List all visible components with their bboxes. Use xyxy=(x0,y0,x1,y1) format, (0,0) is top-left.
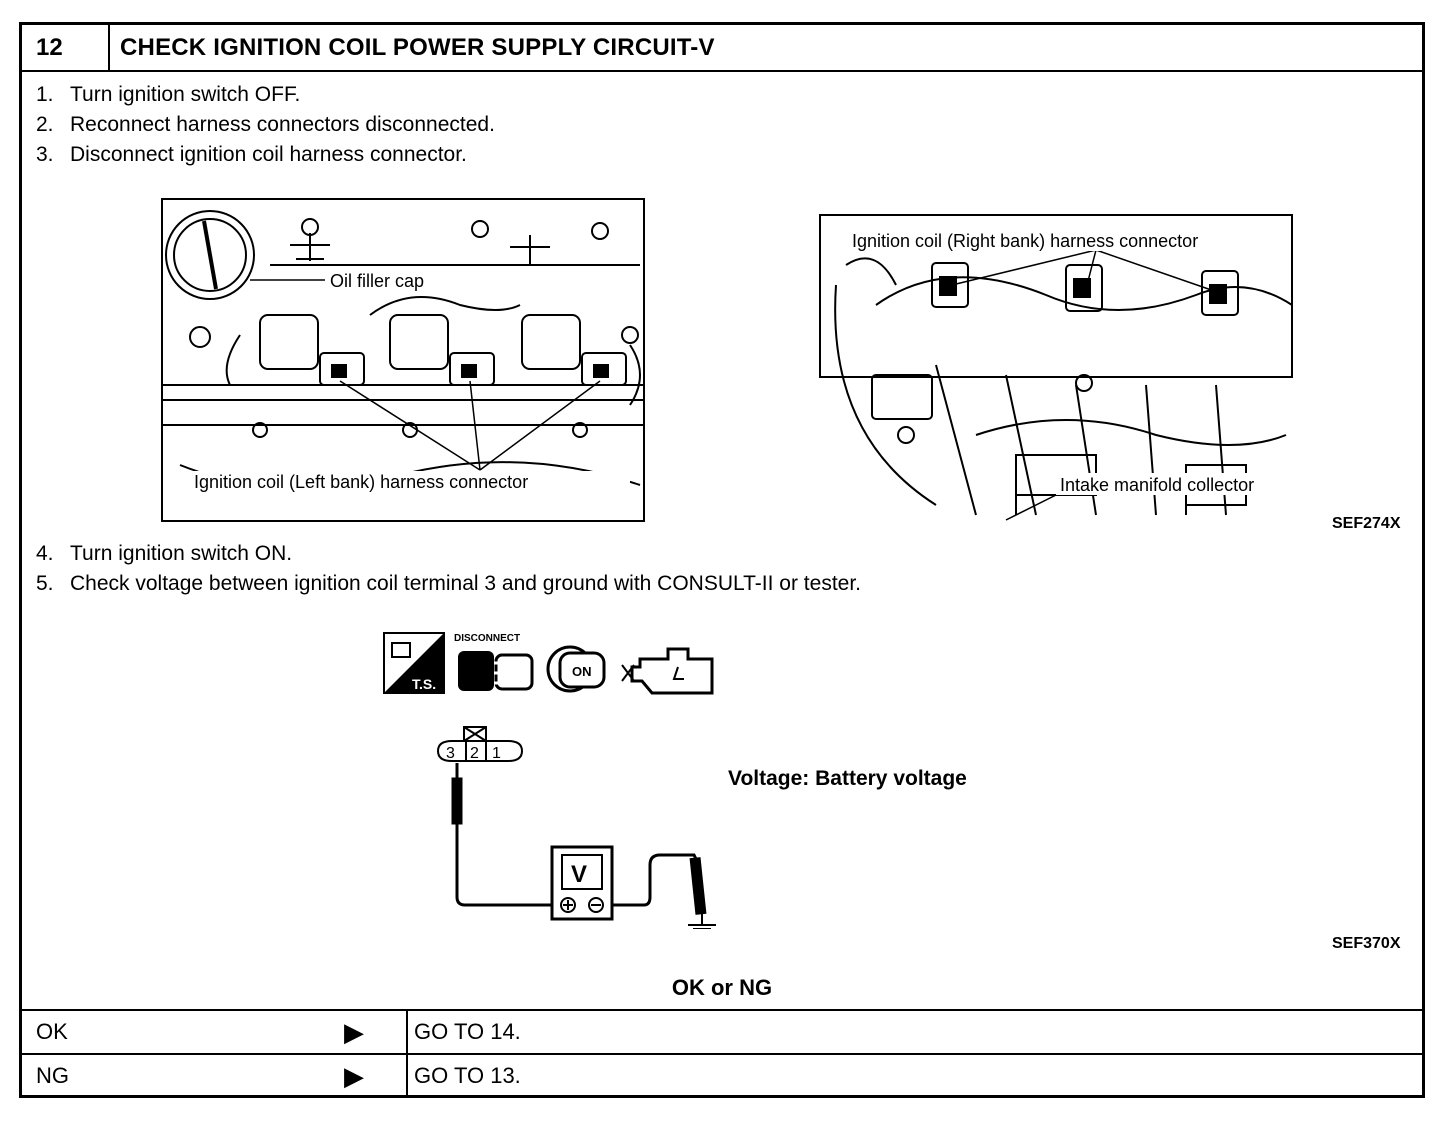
engine-right-bank-illustration: Ignition coil (Right bank) harness conne… xyxy=(816,185,1296,525)
result-row-ok: OK ▶ GO TO 14. xyxy=(22,1009,1422,1053)
left-bank-connector-label: Ignition coil (Left bank) harness connec… xyxy=(194,472,528,492)
engine-right-bank-drawing: Ignition coil (Right bank) harness conne… xyxy=(819,214,1293,521)
terminal-2: 2 xyxy=(470,745,479,762)
play-arrow-icon: ▶ xyxy=(344,1017,364,1047)
ignition-key-on-icon: ON xyxy=(546,645,606,693)
steps-list-a: 1.Turn ignition switch OFF. 2.Reconnect … xyxy=(36,80,495,170)
voltage-check-drawing: T.S. DISCONNECT ON xyxy=(383,632,716,934)
step-number: 12 xyxy=(22,25,110,70)
connector-disconnect-icon: DISCONNECT xyxy=(454,633,534,691)
terminal-3: 3 xyxy=(446,745,455,762)
figure-code-1: SEF274X xyxy=(1332,515,1401,532)
step-title: CHECK IGNITION COIL POWER SUPPLY CIRCUIT… xyxy=(120,34,715,61)
result-label: OK xyxy=(36,1019,68,1044)
svg-text:ON: ON xyxy=(572,664,592,679)
tester-ts-icon: T.S. xyxy=(383,632,445,694)
engine-icon xyxy=(621,647,714,695)
figure-code-2: SEF370X xyxy=(1332,935,1401,952)
svg-text:T.S.: T.S. xyxy=(412,676,436,692)
svg-text:DISCONNECT: DISCONNECT xyxy=(454,633,520,644)
result-action: GO TO 13. xyxy=(414,1063,521,1088)
result-action: GO TO 14. xyxy=(414,1019,521,1044)
result-label: NG xyxy=(36,1063,69,1088)
steps-list-b: 4.Turn ignition switch ON. 5.Check volta… xyxy=(36,539,861,599)
step-item: 1.Turn ignition switch OFF. xyxy=(36,83,301,106)
step-item: 4.Turn ignition switch ON. xyxy=(36,542,293,565)
step-item: 2.Reconnect harness connectors disconnec… xyxy=(36,113,495,136)
result-title: OK or NG xyxy=(671,975,773,1000)
voltmeter-icon: V xyxy=(550,845,614,921)
right-bank-connector-label: Ignition coil (Right bank) harness conne… xyxy=(852,231,1198,251)
svg-text:V: V xyxy=(571,861,587,888)
engine-left-bank-drawing: Oil filler cap Ignition coil (Left bank)… xyxy=(161,198,645,522)
column-divider xyxy=(406,1055,408,1097)
intake-manifold-label: Intake manifold collector xyxy=(1060,475,1254,495)
procedure-frame: 12 CHECK IGNITION COIL POWER SUPPLY CIRC… xyxy=(19,22,1425,1098)
ignition-coil-connector xyxy=(436,726,524,762)
column-divider xyxy=(406,1011,408,1053)
engine-left-bank-illustration: Oil filler cap Ignition coil (Left bank)… xyxy=(160,185,650,525)
terminal-1: 1 xyxy=(492,745,501,762)
step-item: 3.Disconnect ignition coil harness conne… xyxy=(36,143,467,166)
voltage-spec: Voltage: Battery voltage xyxy=(728,767,967,790)
play-arrow-icon: ▶ xyxy=(344,1061,364,1091)
voltage-check-diagram: T.S. DISCONNECT ON xyxy=(382,629,722,934)
step-header: 12 CHECK IGNITION COIL POWER SUPPLY CIRC… xyxy=(22,25,1422,72)
result-row-ng: NG ▶ GO TO 13. xyxy=(22,1053,1422,1097)
oil-filler-cap-label: Oil filler cap xyxy=(330,271,424,291)
step-item: 5.Check voltage between ignition coil te… xyxy=(36,572,862,595)
